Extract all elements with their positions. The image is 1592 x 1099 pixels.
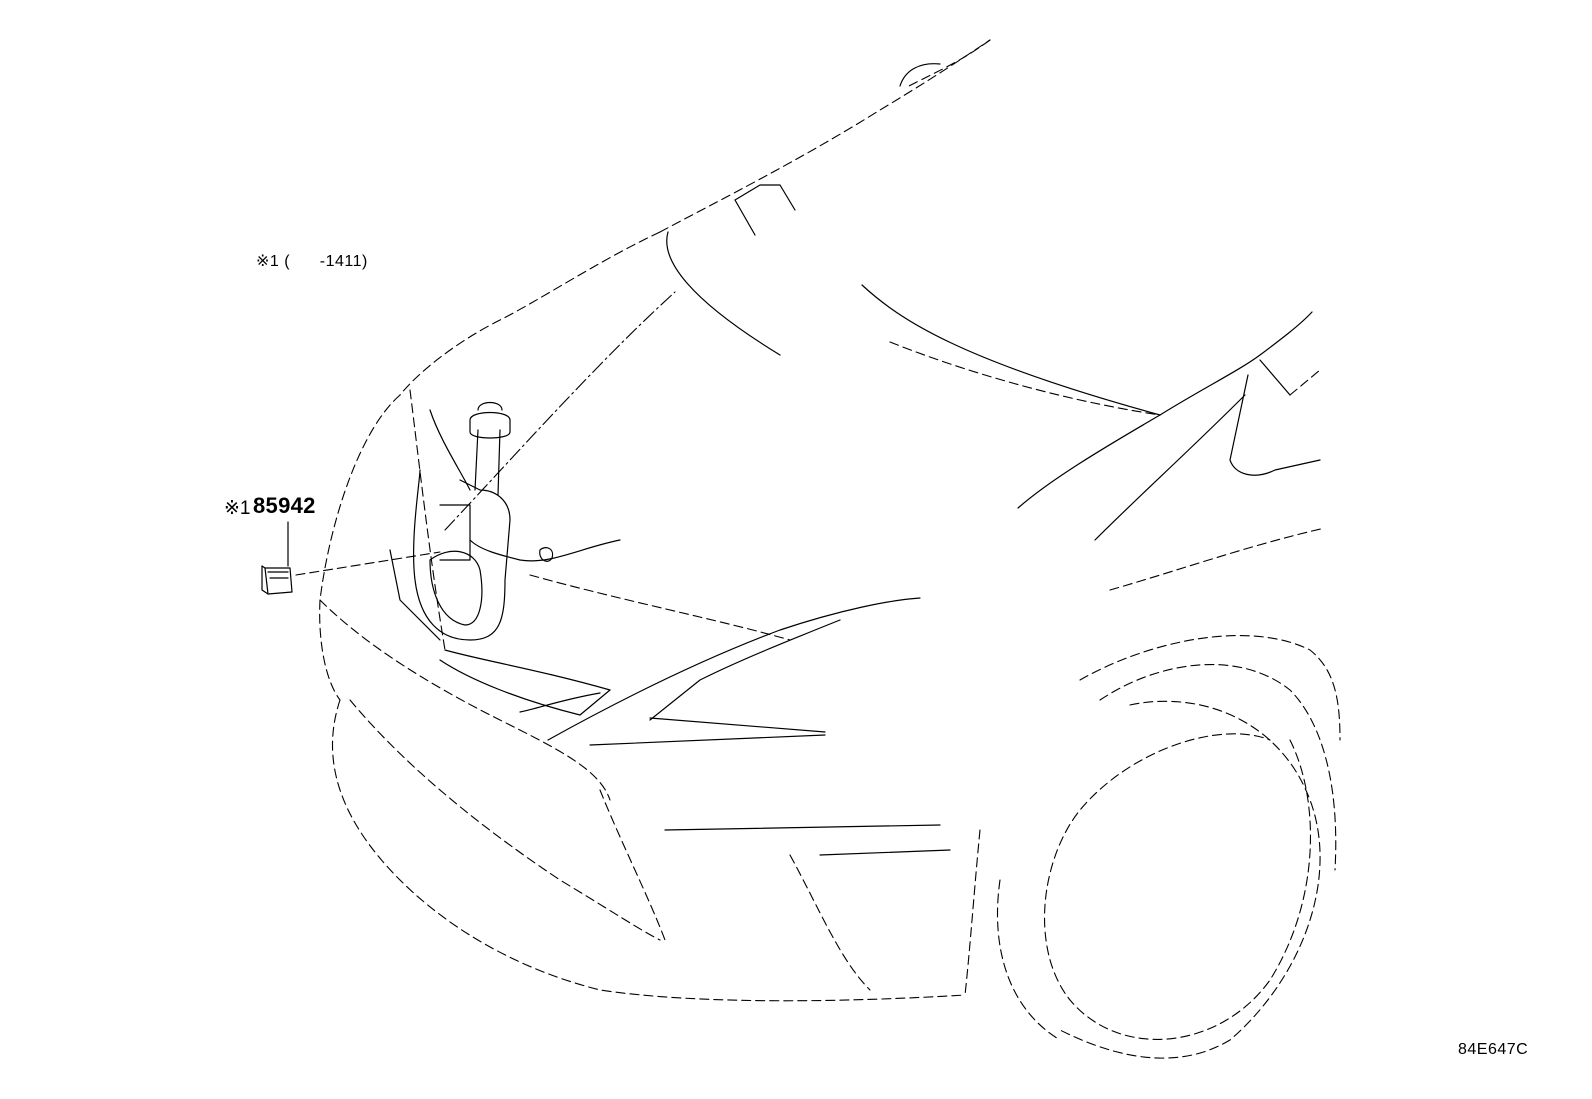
hood-front-edge [529,574,791,641]
windshield-edge [659,39,991,233]
washer-hose [469,539,621,562]
engine-bay-edge [409,389,446,651]
hood-line [889,341,1161,416]
connector-detail [261,565,289,595]
hood-line-2 [861,284,1161,416]
cowl-2 [734,199,756,236]
headlight-line [649,717,826,733]
headlight-line-2 [589,734,826,746]
wheel-arch-outer [1079,635,1341,741]
fender-accent [1229,374,1321,476]
washer-tank-inner [429,550,483,626]
bumper-top [319,394,401,701]
grille-lower [599,789,666,941]
fog-lower [819,849,951,856]
fender-line [1259,359,1291,396]
washer-cap-top [477,401,503,411]
attachment-line [295,551,441,576]
hood-front-edge-2 [519,692,601,713]
fascia-right [964,829,981,996]
bumper-upper [319,599,611,801]
fog-area [664,824,941,831]
wire-a [429,409,471,491]
washer-cap [469,411,511,439]
washer-side [389,549,441,641]
headlight-lower [649,619,841,721]
wheel-arch-inner [1099,664,1337,871]
headlight-top [547,597,921,741]
fender-dash [1289,369,1321,396]
hood-edge [399,231,661,396]
hood-crease [666,231,781,356]
washer-clip [539,547,554,562]
part-prefix-label: ※1 [224,498,251,519]
mirror [899,63,941,87]
washer-tank [413,469,511,641]
part-number-label[interactable]: 85942 [253,493,316,518]
side-line [1109,527,1326,591]
note-label: ※1 ( -1411) [256,253,368,270]
lower-body [997,879,1061,1041]
fascia-center [789,854,871,991]
washer-bracket [439,504,471,561]
fender-top [1159,311,1313,416]
roof-edge [904,39,991,89]
diagram-code-label: 84E647C [1458,1041,1529,1058]
connector-body [264,567,293,595]
grille-line [349,699,661,941]
wheel [1044,733,1311,1040]
bumper-side [331,699,966,1002]
tire [1059,700,1321,1059]
fender-body-2 [1094,394,1246,541]
washer-neck [474,429,501,496]
engine-bay-base [439,659,611,716]
fender-body [1017,414,1161,509]
engine-bay-front [444,649,611,691]
cowl [734,184,796,211]
wire-b [444,291,676,531]
